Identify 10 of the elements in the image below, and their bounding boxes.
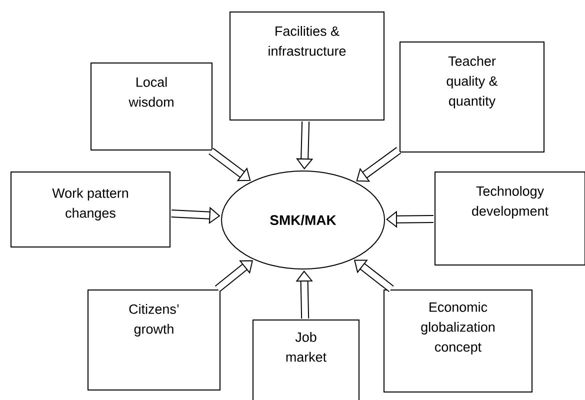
text-box: Teacher quality & quantity <box>400 42 544 152</box>
text-box: Local wisdom <box>90 62 212 150</box>
text-box: Work pattern changes <box>10 172 170 248</box>
text-box: Economic globalization concept <box>384 290 532 392</box>
text-box: Citizens’ growth <box>88 290 220 390</box>
block-arrow <box>208 148 251 182</box>
block-arrow <box>356 147 402 182</box>
text-box: Job market <box>252 320 360 400</box>
text-box: Technology development <box>434 172 585 266</box>
text-box: Facilities & infrastructure <box>230 12 384 120</box>
